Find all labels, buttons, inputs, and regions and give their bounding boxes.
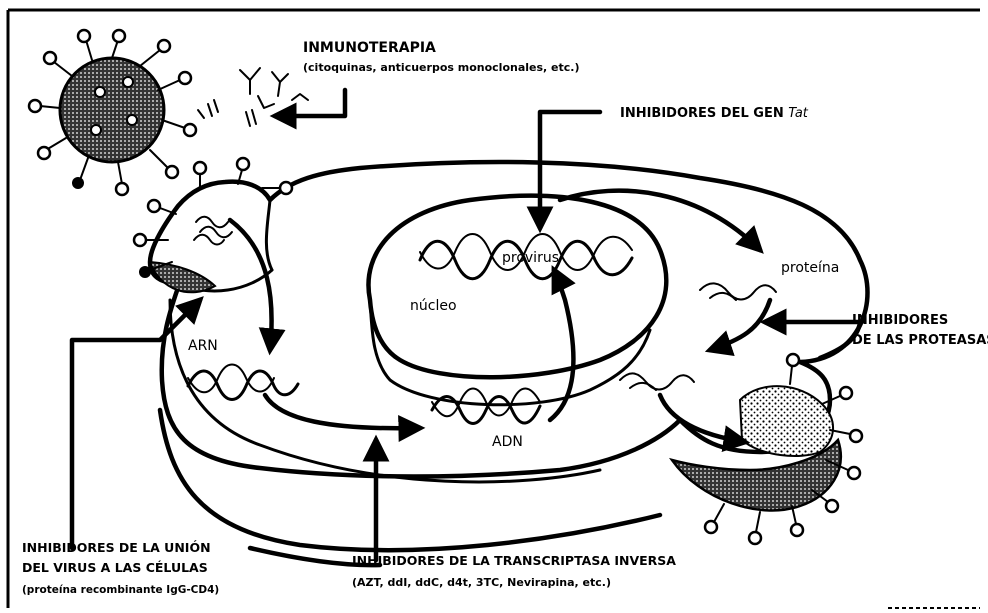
- adn-helix: [432, 389, 540, 424]
- label-inmunoterapia-sub: (citoquinas, anticuerpos monoclonales, e…: [303, 61, 580, 74]
- label-proteasas-line1: INHIBIDORES: [852, 313, 948, 328]
- label-nucleo: núcleo: [410, 298, 457, 314]
- label-transcriptasa-line1: INHIBIDORES DE LA TRANSCRIPTASA INVERSA: [352, 553, 676, 568]
- viral-rna-entry: [194, 217, 232, 245]
- label-tat-prefix: INHIBIDORES DEL GEN: [620, 106, 788, 121]
- label-provirus: provirus: [502, 250, 559, 266]
- label-inmunoterapia-title: INMUNOTERAPIA: [303, 40, 436, 56]
- label-tat-gene: Tat: [788, 106, 809, 121]
- label-adn: ADN: [492, 434, 523, 450]
- label-union-line1: INHIBIDORES DE LA UNIÓN: [22, 540, 211, 555]
- label-proteasas-line2: DE LAS PROTEASAS: [852, 333, 988, 348]
- label-union-line3: (proteína recombinante IgG-CD4): [22, 584, 219, 596]
- virus-particle: [29, 30, 196, 195]
- label-arn: ARN: [188, 338, 218, 354]
- label-union-line2: DEL VIRUS A LAS CÉLULAS: [22, 560, 208, 575]
- new-rna-strands: [620, 283, 776, 390]
- host-cell: [150, 162, 868, 510]
- arn-helix: [188, 365, 298, 400]
- label-transcriptasa-line2: (AZT, ddI, ddC, d4t, 3TC, Nevirapina, et…: [352, 576, 611, 589]
- label-proteina: proteína: [781, 260, 839, 276]
- label-tat-inhibitors: INHIBIDORES DEL GEN Tat: [620, 106, 809, 121]
